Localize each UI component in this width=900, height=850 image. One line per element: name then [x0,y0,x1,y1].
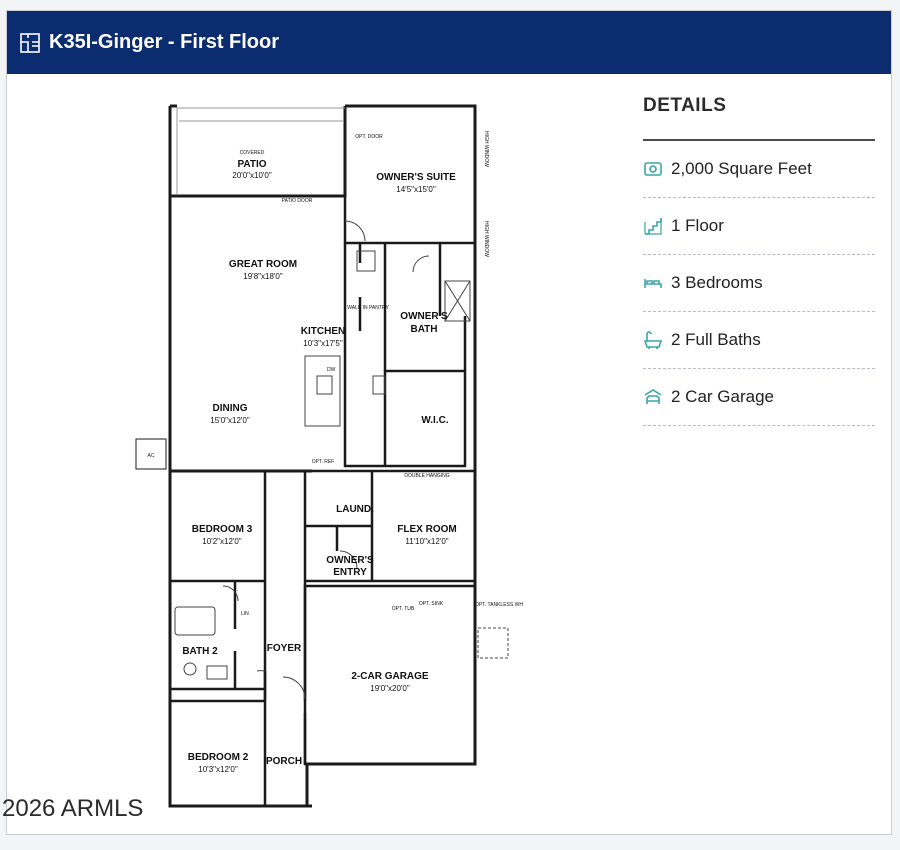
garage-dim: 19'0"x20'0" [370,684,410,693]
dining-dim: 15'0"x12'0" [210,416,250,425]
detail-label: 3 Bedrooms [671,273,763,292]
opt-ref-label: OPT. REF [312,459,335,465]
great-room-dim: 19'8"x18'0" [243,272,283,281]
stairs-icon [644,218,662,235]
detail-garage: 2 Car Garage [643,369,875,426]
opt-tankless-label: OPT. TANKLESS WH [475,602,523,608]
dining-label: DINING [213,403,248,414]
floor-plan-drawing: COVERED PATIO 20'0"x10'0" PATIO DOOR OPT… [135,104,523,808]
details-panel: DETAILS 2,000 Square Feet 1 Floor 3 Bedr… [643,91,875,426]
bath2-label: BATH 2 [182,646,218,657]
bedroom3-label: BEDROOM 3 [192,524,253,535]
car-icon [644,389,662,404]
square-feet-icon [644,162,662,176]
flex-room-dim: 11'10"x12'0" [405,537,448,546]
walk-in-pantry-label: WALK IN PANTRY [347,305,389,311]
patio-label: PATIO [237,159,266,170]
patio-sub-label: COVERED [240,150,265,156]
bedroom2-dim: 10'3"x12'0" [198,765,238,774]
porch-label: PORCH [266,756,302,767]
garage-label: 2-CAR GARAGE [351,671,429,682]
detail-label: 2,000 Square Feet [671,159,812,178]
bed-icon [644,279,662,288]
watermark: 2026 ARMLS [2,795,144,822]
linen-label: LIN [241,611,249,617]
owners-suite-label: OWNER'S SUITE [376,172,456,183]
detail-bedrooms: 3 Bedrooms [643,255,875,312]
owners-bath-label: OWNER'S [400,311,448,322]
owners-suite-dim: 14'5"x15'0" [396,185,436,194]
high-window-label-2: HIGH WINDOW [483,221,489,257]
great-room-label: GREAT ROOM [229,259,297,270]
header-bar: K35I-Ginger - First Floor [7,11,891,74]
owners-entry-label: OWNER'S [326,555,374,566]
bedroom2-label: BEDROOM 2 [188,752,249,763]
page-title: K35I-Ginger - First Floor [49,31,280,53]
detail-label: 2 Full Baths [671,330,761,349]
bedroom3-dim: 10'2"x12'0" [202,537,242,546]
high-window-label-1: HIGH WINDOW [483,131,489,167]
opt-door-label: OPT. DOOR [355,134,383,140]
floor-plan-icon [20,33,40,58]
laundry-label: LAUND. [336,504,374,515]
bathtub-icon [643,331,663,349]
detail-label: 1 Floor [671,216,724,235]
detail-label: 2 Car Garage [671,387,774,406]
patio-dim: 20'0"x10'0" [232,171,272,180]
flex-room-label: FLEX ROOM [397,524,456,535]
opt-tub-label: OPT. TUB [392,606,415,612]
patio-door-label: PATIO DOOR [282,198,313,204]
foyer-label: FOYER [267,643,302,654]
double-hanging-label: DOUBLE HANGING [404,473,449,479]
kitchen-label: KITCHEN [301,326,345,337]
kitchen-dim: 10'3"x17'5" [303,339,343,348]
floor-plan-card: K35I-Ginger - First Floor [6,10,892,835]
wic-label: W.I.C. [421,415,448,426]
owners-bath-label-2: BATH [410,324,437,335]
ac-label: AC [148,453,155,459]
dw-label: DW [327,367,336,373]
detail-baths: 2 Full Baths [643,312,875,369]
detail-square-feet: 2,000 Square Feet [643,141,875,198]
owners-entry-label-2: ENTRY [333,567,367,578]
opt-sink-label: OPT. SINK [419,601,444,607]
detail-floors: 1 Floor [643,198,875,255]
details-heading: DETAILS [643,91,875,141]
